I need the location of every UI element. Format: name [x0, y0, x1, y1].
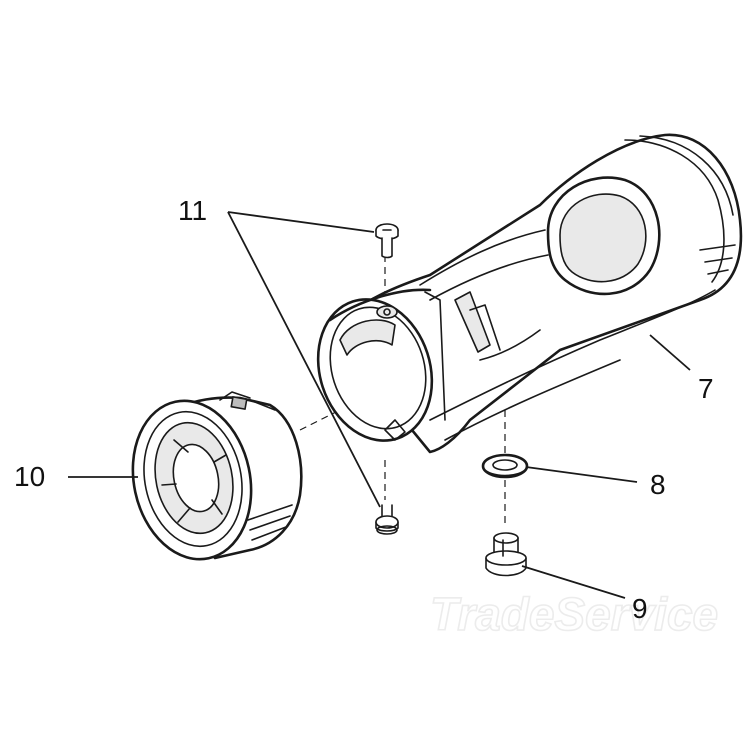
screw-lower-part-11 [375, 504, 399, 535]
callout-10: 10 [14, 461, 45, 492]
leader-lines [68, 211, 691, 599]
watermark: TradeService [430, 588, 718, 640]
washer-part-8 [481, 453, 529, 479]
callout-8: 8 [650, 469, 666, 500]
housing-part-7 [316, 133, 743, 454]
bushing-part-9 [485, 532, 527, 577]
callout-7: 7 [698, 373, 714, 404]
callout-11: 11 [178, 195, 207, 226]
nose-ring-part-10 [131, 391, 303, 561]
callout-9: 9 [632, 593, 648, 624]
screw-upper-part-11 [375, 223, 399, 259]
